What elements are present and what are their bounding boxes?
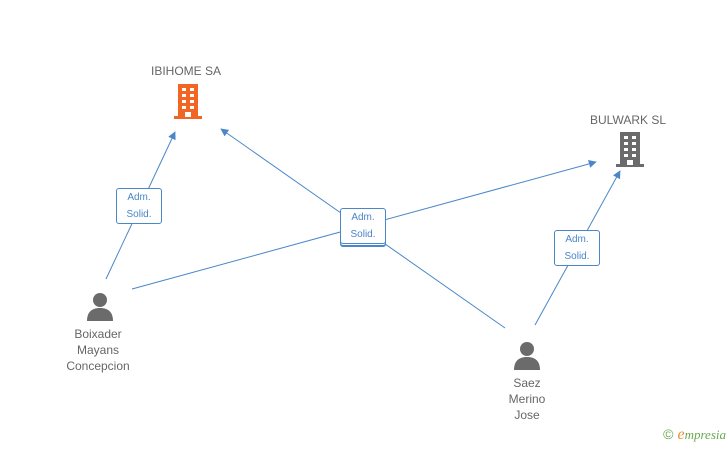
copyright-icon: © bbox=[663, 426, 674, 442]
relation-label-line2: Solid. bbox=[350, 229, 376, 240]
brand-name: mpresia bbox=[684, 427, 726, 442]
person-label-boixader[interactable]: Boixader Mayans Concepcion bbox=[66, 327, 130, 373]
company-label-ibihome[interactable]: IBIHOME SA bbox=[150, 64, 221, 78]
relation-label-line1: Adm. bbox=[351, 212, 375, 223]
company-label-bulwark[interactable]: BULWARK SL bbox=[589, 113, 667, 127]
relation-label[interactable]: Adm. Solid. bbox=[554, 230, 600, 266]
person-icon[interactable] bbox=[512, 340, 542, 370]
brand-initial: e bbox=[677, 426, 685, 443]
person-label-saez[interactable]: Saez Merino Jose bbox=[508, 376, 546, 422]
relation-label[interactable]: Adm. Solid. bbox=[116, 188, 162, 224]
relation-label-line1: Adm. bbox=[127, 192, 151, 203]
relation-label-line2: Solid. bbox=[564, 251, 590, 262]
relation-label[interactable]: Adm. Solid. bbox=[340, 208, 386, 244]
relation-label-line2: Solid. bbox=[126, 209, 152, 220]
empresia-logo: ©empresia bbox=[663, 426, 726, 444]
relation-label-line1: Adm. bbox=[565, 234, 589, 245]
building-icon[interactable] bbox=[172, 84, 204, 120]
building-icon[interactable] bbox=[614, 132, 646, 168]
person-icon[interactable] bbox=[85, 291, 115, 321]
